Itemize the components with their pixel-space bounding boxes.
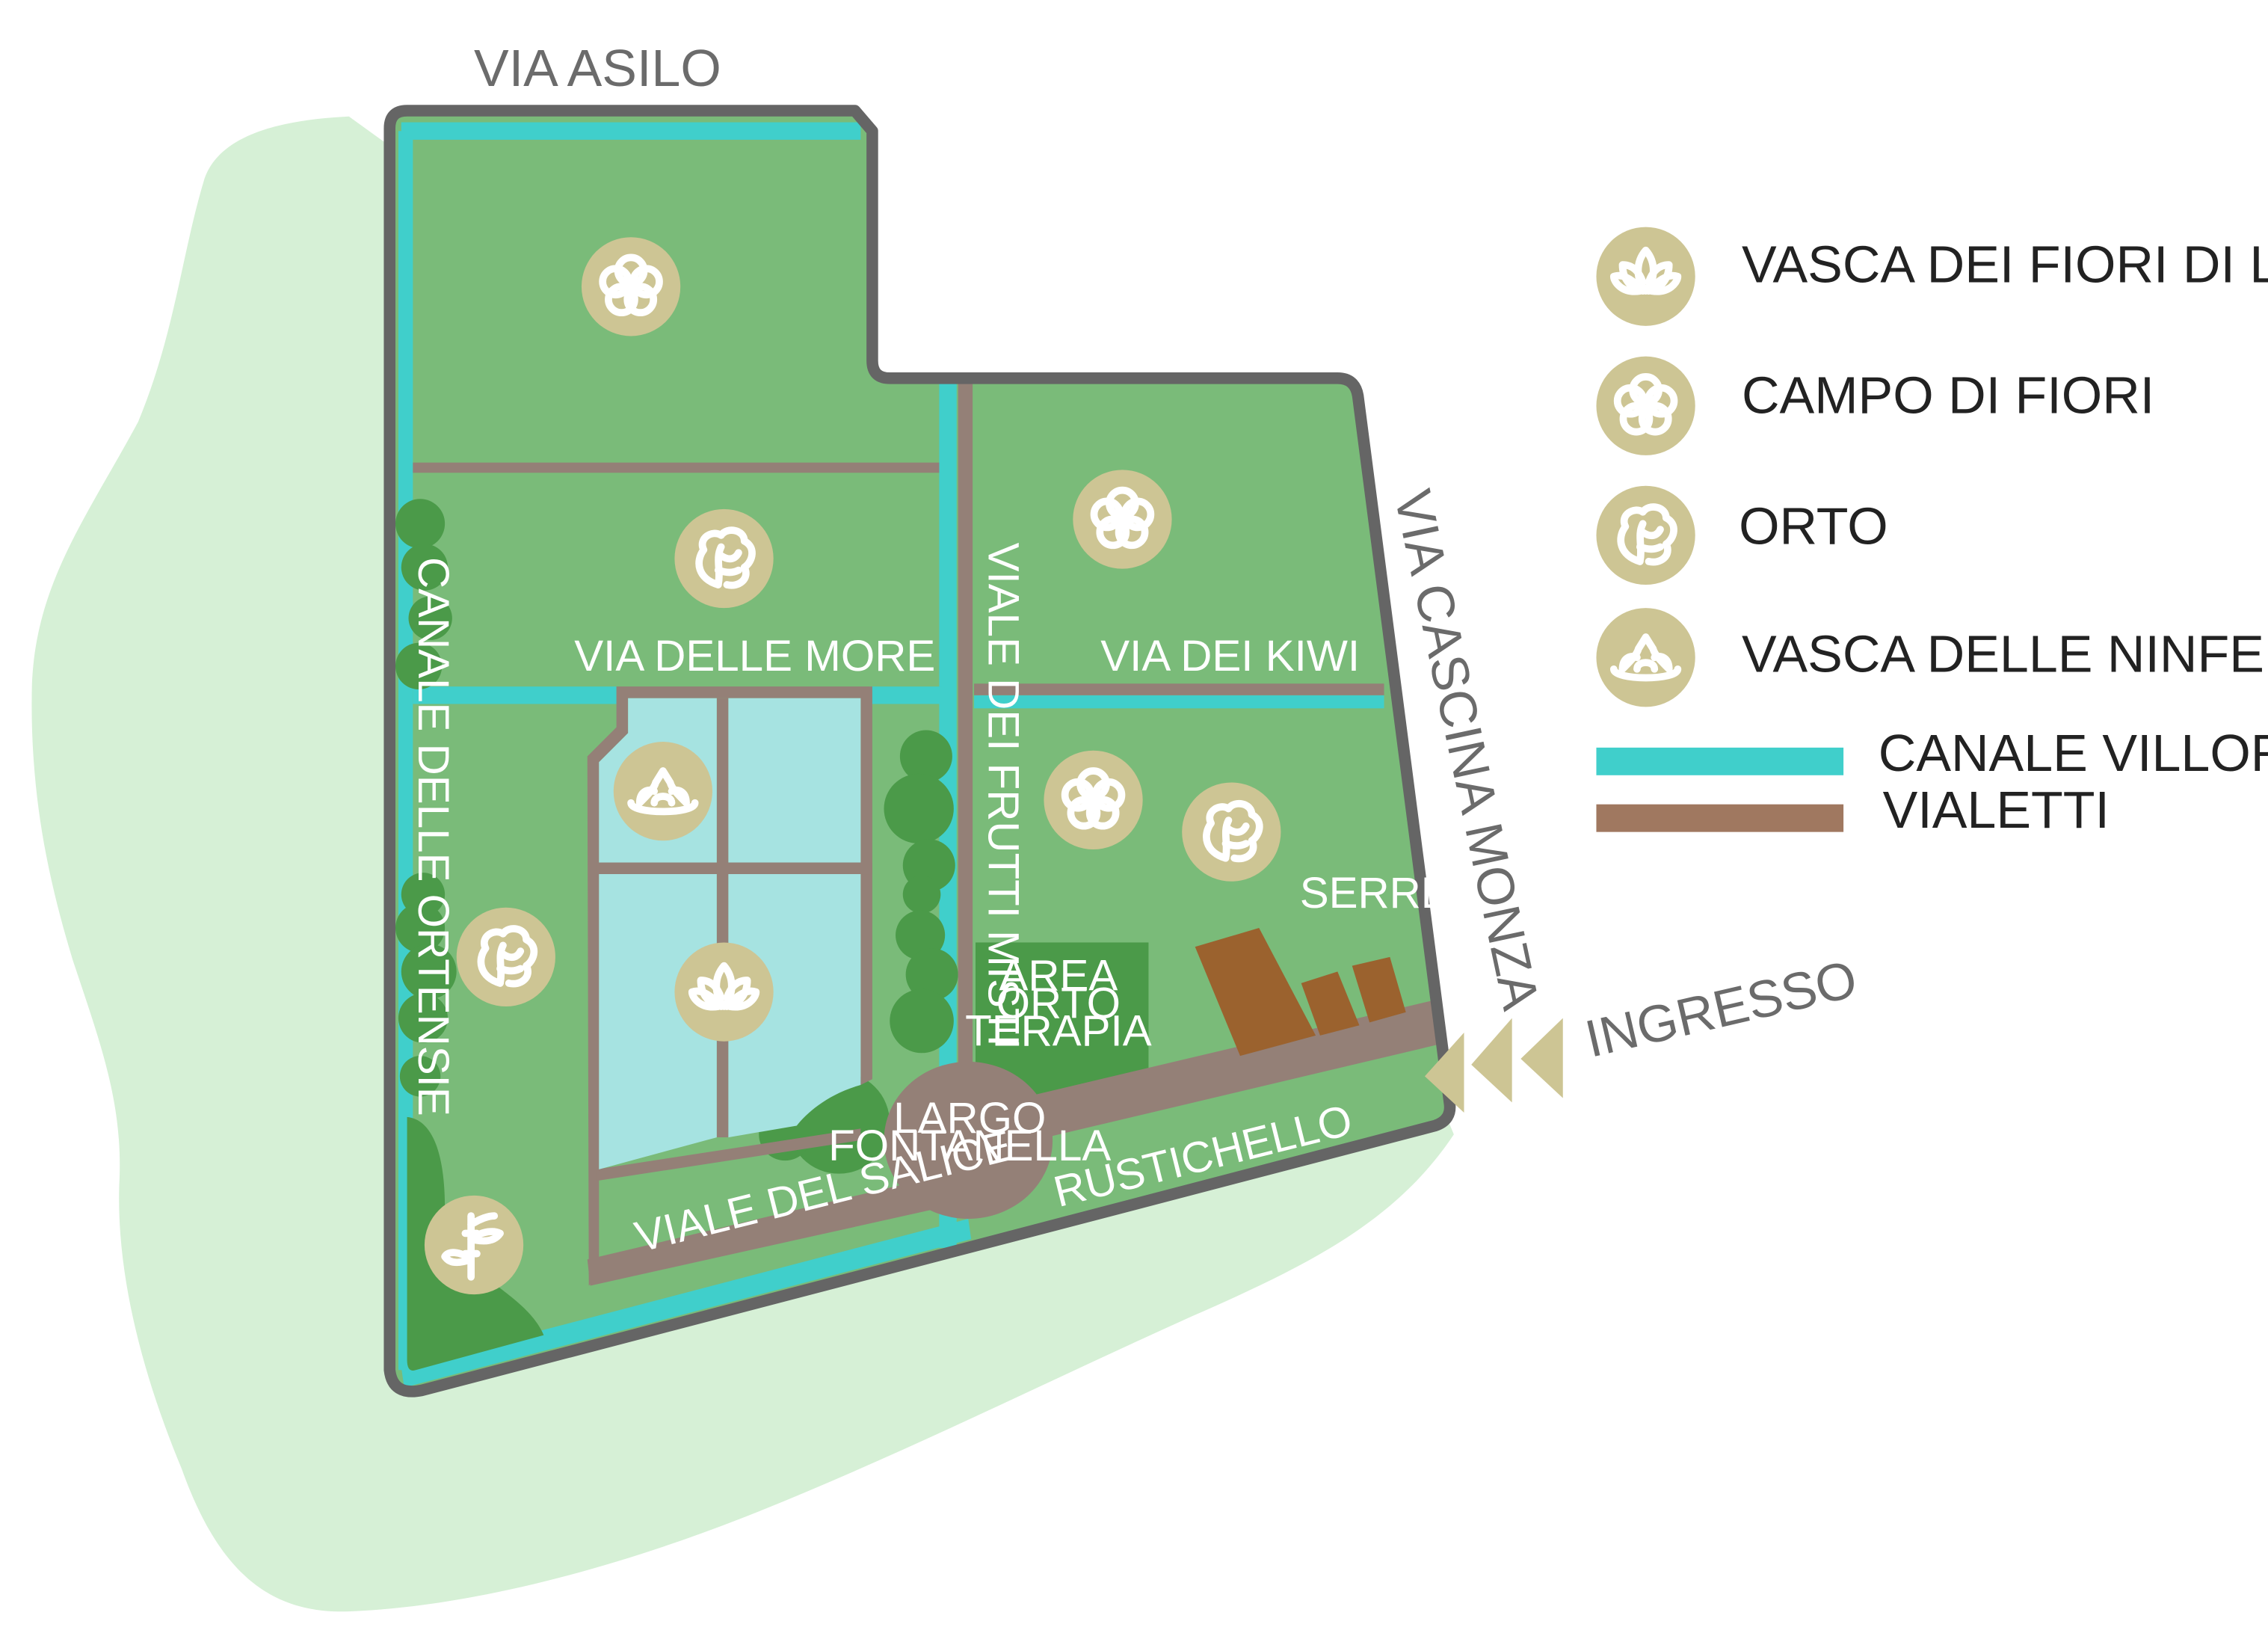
legend-line-canale-villoresi: CANALE VILLORESI — [1596, 724, 2268, 782]
svg-text:ORTO: ORTO — [996, 980, 1121, 1028]
area-label-orto-terapia: AREA ORTO TERAPIA — [965, 952, 1152, 1056]
legend-line-vialetti: VIALETTI — [1596, 781, 2110, 839]
street-label-via-asilo: VIA ASILO — [474, 39, 721, 97]
svg-text:TERAPIA: TERAPIA — [965, 1007, 1152, 1056]
svg-text:CANALE VILLORESI: CANALE VILLORESI — [1879, 724, 2268, 782]
canale-villoresi — [398, 122, 1384, 1388]
area-label-largo-fontanella: LARGO FONTANELLA — [828, 1094, 1111, 1170]
legend-item-orto: ORTO — [1596, 485, 1888, 585]
svg-text:AREA: AREA — [999, 952, 1118, 1000]
path-label-viale-dei-frutti-misti: VIALE DEI FRUTTI MISTI — [979, 543, 1028, 1047]
vialetti — [413, 381, 1440, 1286]
svg-text:ORTO: ORTO — [1739, 497, 1888, 556]
greenhouses — [1195, 928, 1406, 1057]
legend-item-ninfee: VASCA DELLE NINFEE — [1596, 608, 2268, 707]
bamboo-grove — [407, 1116, 544, 1371]
svg-text:LARGO: LARGO — [893, 1094, 1046, 1143]
legend: VASCA DEI FIORI DI LOTO CAMPO DI FIORI O… — [1596, 227, 2268, 839]
flower-field-marker — [581, 237, 681, 336]
svg-text:VASCA DEI FIORI DI LOTO: VASCA DEI FIORI DI LOTO — [1742, 235, 2268, 293]
area-label-serre: SERRE — [1300, 869, 1450, 917]
water-lily-pond-marker — [613, 742, 712, 841]
garden-border — [383, 105, 1456, 1398]
path-label-canale-delle-ortensie: CANALE DELLE ORTENSIE — [409, 557, 457, 1116]
flower-field-marker — [1044, 750, 1143, 849]
legend-item-flowers: CAMPO DI FIORI — [1596, 356, 2154, 455]
lotus-pond-marker — [674, 942, 774, 1042]
bamboo-marker — [424, 1195, 524, 1295]
svg-text:VASCA DELLE NINFEE: VASCA DELLE NINFEE — [1742, 625, 2268, 683]
flower-field-marker — [1073, 470, 1172, 569]
path-label-via-delle-more: VIA DELLE MORE — [574, 632, 935, 680]
svg-text:FONTANELLA: FONTANELLA — [828, 1122, 1111, 1170]
tree-row-central — [884, 730, 958, 1054]
svg-text:CAMPO DI FIORI: CAMPO DI FIORI — [1742, 366, 2154, 425]
svg-text:VIALETTI: VIALETTI — [1883, 781, 2110, 839]
vegetable-garden-marker — [674, 508, 774, 609]
path-label-via-dei-kiwi: VIA DEI KIWI — [1100, 632, 1360, 680]
legend-item-lotus: VASCA DEI FIORI DI LOTO — [1596, 227, 2268, 326]
vegetable-garden-marker — [456, 907, 555, 1007]
tree-row-west — [395, 499, 457, 1097]
vegetable-garden-marker — [1182, 782, 1281, 882]
entrance-arrows — [1424, 1018, 1563, 1113]
entrance-label: INGRESSO — [1580, 950, 1863, 1069]
